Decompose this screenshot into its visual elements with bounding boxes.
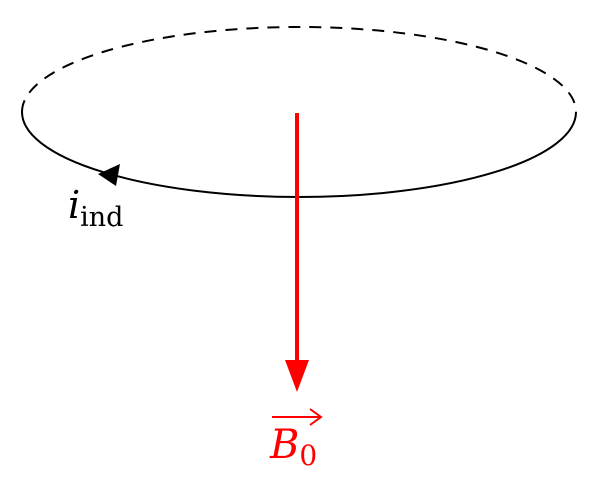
current-label: iind <box>68 183 123 233</box>
field-symbol: B <box>269 422 299 468</box>
field-label-text: B0 <box>269 422 317 472</box>
field-arrowhead-icon <box>285 360 309 392</box>
current-symbol: i <box>68 183 80 227</box>
vector-arrow-head-icon <box>309 408 323 426</box>
field-subscript: 0 <box>299 439 317 472</box>
current-arrow-icon <box>98 164 120 186</box>
field-label: B0 <box>269 408 323 472</box>
current-subscript: ind <box>80 202 123 233</box>
loop-back-dashed <box>21 26 577 113</box>
